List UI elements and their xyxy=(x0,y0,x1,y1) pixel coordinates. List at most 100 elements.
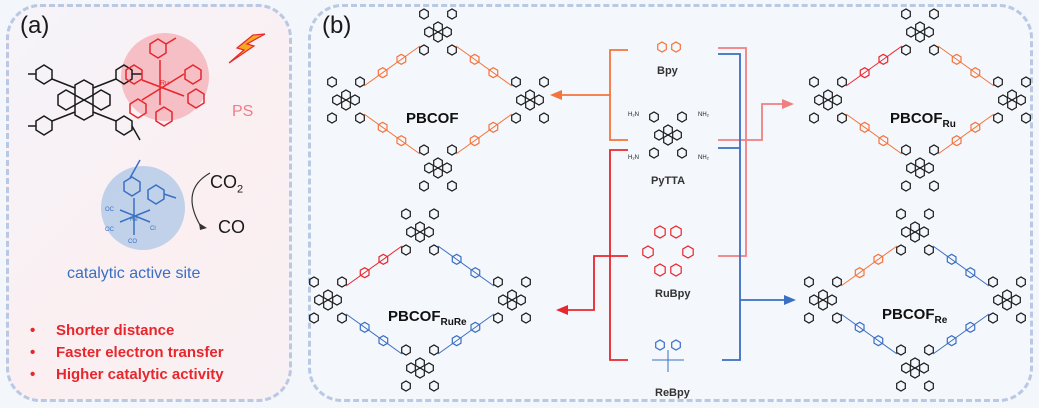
benefits-list: •Shorter distance •Faster electron trans… xyxy=(30,320,224,386)
linker-ring xyxy=(451,335,462,347)
phenyl-ring xyxy=(809,76,819,88)
pyrene-ring xyxy=(332,294,342,306)
pyrene-ring xyxy=(924,26,934,38)
benefit-text: Faster electron transfer xyxy=(56,344,224,361)
phenyl-ring xyxy=(988,312,998,324)
phenyl-ring xyxy=(929,180,939,192)
phenyl-ring xyxy=(924,244,934,256)
ps-label: PS xyxy=(232,103,254,120)
pyrene-ring xyxy=(350,94,360,106)
phenyl-ring xyxy=(924,344,934,356)
linker-ring xyxy=(878,135,889,147)
pbcof-rure-arrowhead xyxy=(556,305,568,315)
pyrene-ring xyxy=(998,94,1008,106)
bpy-label: Bpy xyxy=(657,65,678,77)
reaction-arrowhead xyxy=(199,223,207,230)
co2-subscript: 2 xyxy=(237,183,244,196)
ru-complex xyxy=(125,37,205,127)
linker-bond xyxy=(840,245,898,287)
pyrene-ring xyxy=(442,26,452,38)
pyrene-ring xyxy=(915,31,925,43)
co-label: CO xyxy=(218,217,245,237)
linker-ring xyxy=(946,335,957,347)
pbcof-rure-label: PBCOFRuRe xyxy=(388,308,467,328)
pyrene-ring xyxy=(433,157,443,169)
pyrene-ring xyxy=(314,294,324,306)
pyrene-core xyxy=(28,64,142,141)
pyrene-ring xyxy=(323,289,333,301)
phenyl-ring xyxy=(327,112,337,124)
reaction-arrow xyxy=(191,172,211,226)
pyrene-ring xyxy=(1011,294,1021,306)
phenyl-ring xyxy=(419,8,429,20)
phenyl-ring xyxy=(804,276,814,288)
phenyl-ring xyxy=(896,244,906,256)
benefit-text: Higher catalytic activity xyxy=(56,366,224,383)
pyrene-ring xyxy=(424,162,434,174)
phenyl-ring xyxy=(929,144,939,156)
pyrene-ring xyxy=(415,357,425,369)
pyrene-ring xyxy=(910,231,920,243)
pyrene-ring xyxy=(672,129,682,141)
pyrene-ring xyxy=(415,231,425,243)
panel-b xyxy=(308,4,1033,402)
bpy-ring xyxy=(671,41,681,53)
pyrene-ring xyxy=(1016,94,1026,106)
phenyl-ring xyxy=(327,76,337,88)
re-center-label: Re xyxy=(130,217,138,223)
phenyl-ring xyxy=(993,112,1003,124)
linker-ring xyxy=(970,67,981,79)
benefit-item: •Higher catalytic activity xyxy=(30,364,224,386)
linker-bond xyxy=(363,113,421,155)
phenyl-ring xyxy=(1021,76,1031,88)
pyrene-ring xyxy=(818,299,828,311)
pyrene-ring xyxy=(516,294,526,306)
phenyl-ring xyxy=(493,276,503,288)
phenyl-ring xyxy=(401,208,411,220)
phenyl-ring xyxy=(896,208,906,220)
pyrene-ring xyxy=(906,162,916,174)
pyrene-ring xyxy=(919,362,929,374)
phenyl-ring xyxy=(924,380,934,392)
phenyl-ring xyxy=(419,44,429,56)
pyrene-ring xyxy=(1007,99,1017,111)
pbcof-re-sub: Re xyxy=(934,315,948,326)
phenyl-ring xyxy=(832,312,842,324)
panel-a-label: (a) xyxy=(20,12,50,39)
phenyl-ring xyxy=(429,344,439,356)
panel-a-structure: Ru OC OC CO Cl Re xyxy=(28,33,266,250)
pyrene-ring xyxy=(507,289,517,301)
linker-ring xyxy=(378,335,389,347)
linker-ring xyxy=(951,135,962,147)
re-ligand-oc-2: OC xyxy=(105,227,115,233)
phenyl-ring xyxy=(337,312,347,324)
pyrene-ring xyxy=(924,162,934,174)
phenyl-ring xyxy=(837,76,847,88)
pyrene-ring xyxy=(823,99,833,111)
phenyl-ring xyxy=(309,312,319,324)
phenyl-ring xyxy=(521,312,531,324)
linker-bond xyxy=(455,45,513,87)
phenyl-ring xyxy=(924,208,934,220)
phenyl-ring xyxy=(901,8,911,20)
phenyl-ring xyxy=(337,276,347,288)
pbcof-ru-label: PBCOFRu xyxy=(890,110,956,130)
phenyl-ring xyxy=(429,208,439,220)
pyrene-ring xyxy=(433,167,443,179)
pyrene-ring xyxy=(910,367,920,379)
linker-bond xyxy=(845,113,903,155)
linker-bond xyxy=(363,45,421,87)
bpy-pytta-bracket xyxy=(609,49,628,141)
pyrene-ring xyxy=(323,299,333,311)
phenyl-ring xyxy=(1016,276,1026,288)
pyrene-ring xyxy=(424,226,434,238)
pyrene-ring xyxy=(901,226,911,238)
pyrene-ring xyxy=(910,221,920,233)
co2-text: CO xyxy=(210,172,237,192)
pyrene-ring xyxy=(406,226,416,238)
rubpy-ring xyxy=(654,225,666,239)
pbcof-label: PBCOF xyxy=(406,110,459,130)
pyrene-ring xyxy=(832,94,842,106)
pyrene-ring xyxy=(341,99,351,111)
